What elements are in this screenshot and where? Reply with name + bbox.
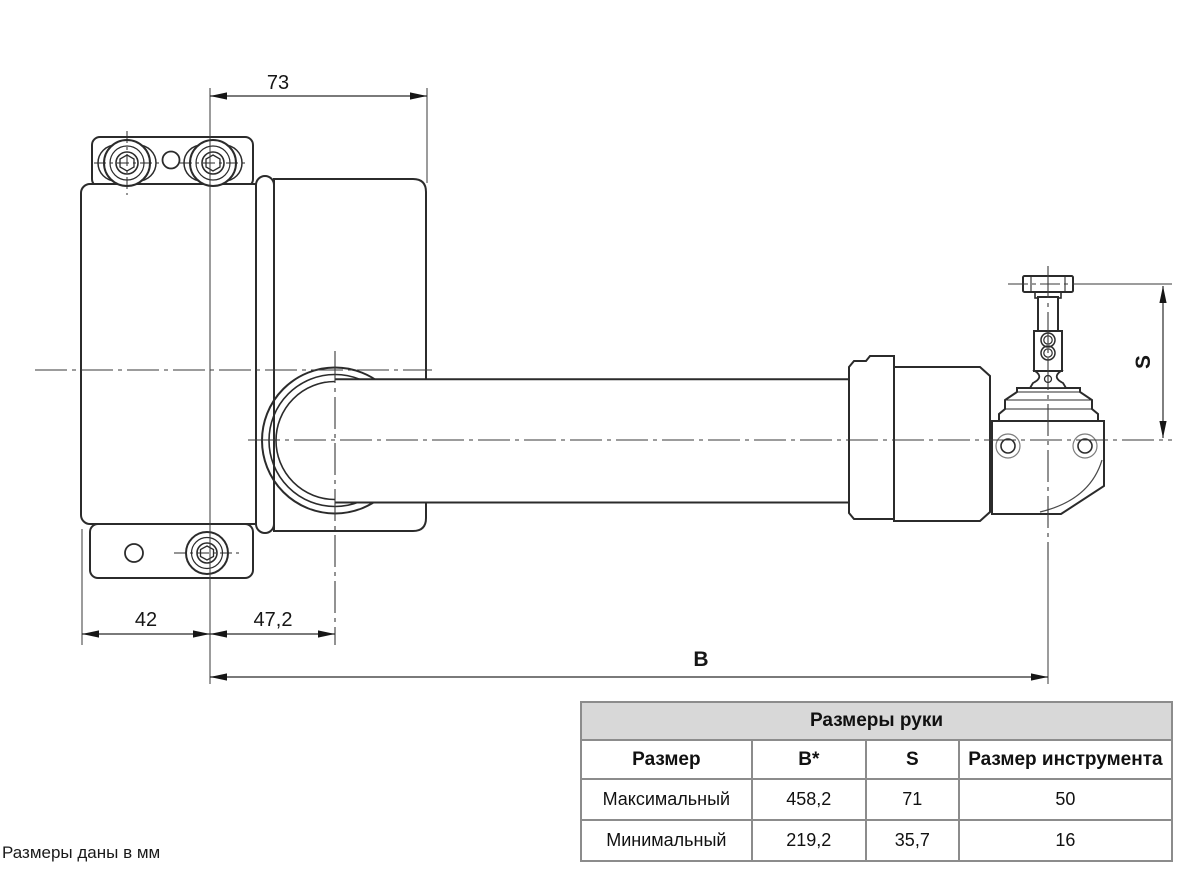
column-header-tool: Размер инструмента [957, 739, 1174, 780]
column-header-b: B* [750, 739, 867, 780]
cell-tool: 50 [957, 778, 1174, 821]
clamp-band [255, 175, 275, 534]
bolt-icon [180, 139, 246, 187]
actuator-body [80, 183, 264, 525]
dimension-label: B [693, 648, 708, 671]
sleeve-collar [848, 355, 895, 520]
dimension-label: 47,2 [254, 609, 293, 631]
cell-b: 458,2 [750, 778, 867, 821]
arm-sleeve [848, 355, 991, 522]
bolt-icon [94, 131, 160, 195]
table-row: Минимальный 219,2 35,7 16 [580, 819, 1174, 862]
bolt-icon [174, 531, 240, 575]
cell-size: Максимальный [580, 778, 753, 821]
plate-hole-icon [161, 150, 181, 170]
dimension-42: 42 [82, 609, 210, 638]
cell-tool: 16 [957, 819, 1174, 862]
cell-b: 219,2 [750, 819, 867, 862]
centerlines [35, 266, 1172, 645]
table-title-row: Размеры руки [580, 701, 1173, 741]
table-header-row: Размер B* S Размер инструмента [580, 739, 1174, 780]
table-title: Размеры руки [580, 701, 1173, 741]
base-unit [80, 136, 427, 579]
extension-lines [81, 88, 1172, 684]
dimension-label: 42 [135, 609, 157, 631]
cell-size: Минимальный [580, 819, 753, 862]
dimension-73: 73 [210, 72, 427, 100]
dimension-label: S [1132, 355, 1155, 369]
table-row: Максимальный 458,2 71 50 [580, 778, 1174, 821]
cell-s: 71 [864, 778, 960, 821]
dimension-B: B [210, 648, 1048, 681]
plate-hole-icon [124, 543, 144, 563]
cell-s: 35,7 [864, 819, 960, 862]
arm-dimensions-table: Размеры руки Размер B* S Размер инструме… [580, 701, 1174, 862]
dimension-S: S [1132, 286, 1167, 438]
dimension-label: 73 [267, 72, 289, 94]
column-header-s: S [864, 739, 960, 780]
units-note: Размеры даны в мм [2, 843, 161, 862]
dimension-47-2: 47,2 [210, 609, 335, 638]
arm-tube [335, 378, 852, 504]
column-header-size: Размер [580, 739, 753, 780]
sleeve-barrel [893, 366, 991, 522]
